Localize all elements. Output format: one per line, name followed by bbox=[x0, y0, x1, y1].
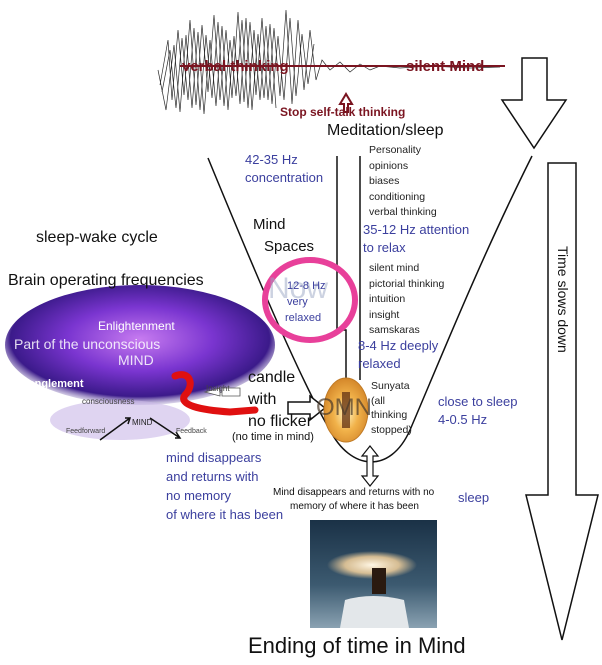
mind-disappears-label-d: of where it has been bbox=[166, 507, 284, 522]
verbal-thinking-label: verbal thinking bbox=[182, 58, 289, 75]
cloud-insight-label: Insight bbox=[206, 384, 230, 393]
time-slows-label: Time slows down bbox=[555, 246, 571, 353]
cloud-mind-label: MIND bbox=[118, 352, 154, 368]
silent-item: silent mind bbox=[369, 262, 420, 274]
down-arrow-icon bbox=[500, 57, 568, 150]
cloud-unconscious-label: Part of the unconscious bbox=[14, 336, 161, 352]
hz-12-8-label-a: 12-8 Hz bbox=[287, 280, 326, 292]
no-time-label: (no time in mind) bbox=[232, 431, 314, 443]
sunyata-item: (all bbox=[371, 394, 386, 407]
mind-disappears-label-c: no memory bbox=[166, 488, 232, 503]
sleep-wake-cycle-label: sleep-wake cycle bbox=[36, 229, 158, 246]
mind-disappears-label-a: mind disappears bbox=[166, 450, 262, 465]
hz-8-4-label-a: 8-4 Hz deeply bbox=[358, 338, 439, 353]
meditation-sleep-label: Meditation/sleep bbox=[327, 122, 444, 139]
bottom-note-b: memory of where it has been bbox=[290, 501, 419, 512]
cloud-enlightenment-label: Enlightenment bbox=[98, 319, 175, 333]
mind-disappears-label-b: and returns with bbox=[166, 469, 259, 484]
personality-list: Personality opinions biases conditioning… bbox=[369, 143, 437, 221]
sunyata-item: stopped) bbox=[371, 423, 412, 436]
time-arrow-icon bbox=[525, 162, 599, 641]
hz-35-12-label-b: to relax bbox=[363, 240, 406, 255]
personality-item: Personality bbox=[369, 144, 421, 156]
cloud-consciousness-label: consciousness bbox=[82, 397, 135, 406]
hz-42-35-label: 42-35 Hz bbox=[245, 152, 298, 167]
unconscious-mind-cloud bbox=[5, 285, 275, 440]
sleep-label: sleep bbox=[458, 490, 490, 505]
brain-frequencies-label: Brain operating frequencies bbox=[8, 272, 204, 289]
close-to-sleep-label-b: 4-0.5 Hz bbox=[438, 412, 488, 427]
close-to-sleep-label-a: close to sleep bbox=[438, 394, 518, 409]
cloud-feedback-label: Feedback bbox=[176, 428, 207, 435]
omn-label: OMN bbox=[316, 394, 372, 421]
footer-title: Ending of time in Mind bbox=[248, 633, 466, 658]
silent-list: silent mind pictorial thinking intuition… bbox=[369, 261, 444, 339]
candle-arrow-icon bbox=[287, 394, 327, 422]
sunyata-item: Sunyata bbox=[371, 380, 410, 392]
bottom-note-a: Mind disappears and returns with no bbox=[273, 487, 435, 498]
personality-item: conditioning bbox=[369, 190, 426, 203]
candle-photo bbox=[310, 520, 437, 628]
sunyata-list: Sunyata (all thinking stopped) bbox=[371, 379, 412, 437]
hz-12-8-label-c: relaxed bbox=[285, 312, 322, 324]
cloud-entanglement-label: entanglement bbox=[12, 378, 84, 390]
mind-spaces-label-1: Mind bbox=[253, 216, 286, 233]
silent-item: intuition bbox=[369, 293, 406, 305]
mind-spaces-label-2: Spaces bbox=[264, 238, 315, 255]
candle-label-2: with bbox=[248, 391, 277, 408]
hz-8-4-label-b: relaxed bbox=[358, 356, 401, 371]
silent-mind-label: silent Mind bbox=[406, 58, 485, 75]
silent-item: insight bbox=[369, 308, 400, 321]
concentration-label: concentration bbox=[245, 170, 324, 185]
stop-self-talk-label: Stop self-talk thinking bbox=[280, 105, 406, 119]
now-circle bbox=[262, 257, 358, 343]
silent-item: samskaras bbox=[369, 324, 420, 336]
candle-label-3: no flicker bbox=[248, 413, 313, 430]
stop-arrow-icon bbox=[338, 92, 354, 113]
hz-12-8-label-b: very bbox=[287, 296, 308, 308]
double-arrow-icon bbox=[360, 445, 380, 487]
silent-item: pictorial thinking bbox=[369, 277, 445, 290]
sunyata-item: thinking bbox=[371, 409, 408, 421]
cloud-mind-small-label: MIND bbox=[132, 418, 153, 427]
red-connector bbox=[171, 371, 259, 416]
now-label: Now bbox=[268, 272, 329, 305]
personality-item: verbal thinking bbox=[369, 206, 437, 218]
personality-item: biases bbox=[369, 175, 400, 187]
funnel-column bbox=[336, 156, 361, 300]
cloud-feedforward-label: Feedforward bbox=[66, 428, 106, 435]
candle-label-1: candle bbox=[248, 369, 296, 386]
hz-35-12-label-a: 35-12 Hz attention bbox=[363, 222, 470, 237]
personality-item: opinions bbox=[369, 159, 409, 172]
